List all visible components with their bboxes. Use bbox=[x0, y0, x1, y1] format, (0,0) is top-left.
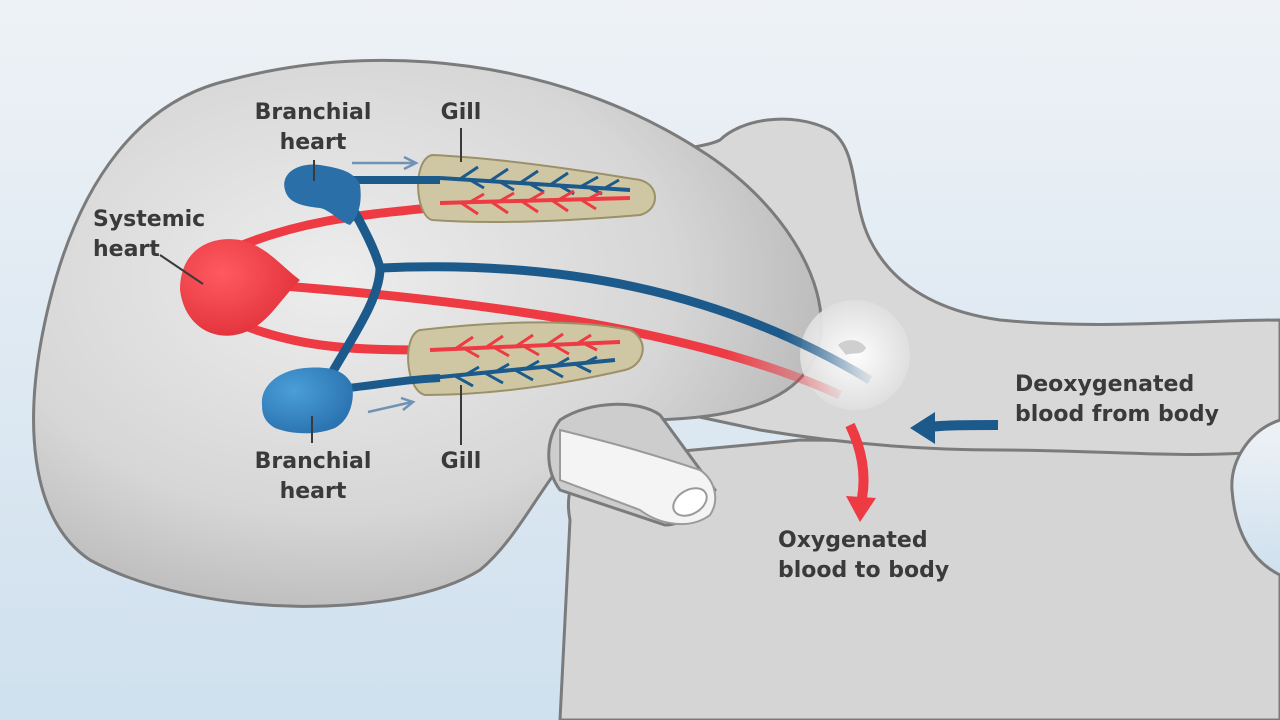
vessel-blue-y bbox=[321, 192, 385, 388]
label-systemic-heart: Systemic heart bbox=[93, 207, 206, 262]
vessel-blue-to-body bbox=[379, 262, 873, 384]
eye bbox=[800, 300, 910, 410]
gill-bottom bbox=[407, 321, 644, 397]
flow-arrow-bottom bbox=[367, 396, 416, 414]
flow-arrow-top bbox=[352, 155, 419, 171]
systemic-heart bbox=[180, 239, 300, 336]
label-gill-top: Gill bbox=[440, 100, 482, 125]
oxygenated-arrow bbox=[845, 422, 876, 522]
branchial-heart-top bbox=[284, 164, 361, 225]
label-gill-bottom: Gill bbox=[440, 449, 482, 474]
label-branchial-heart-bottom: Branchial heart bbox=[254, 449, 372, 504]
branchial-heart-bottom bbox=[261, 367, 353, 434]
gill-top bbox=[417, 153, 656, 224]
label-oxygenated: Oxygenated blood to body bbox=[778, 528, 950, 583]
arm-loop bbox=[1230, 418, 1280, 577]
label-branchial-heart-top: Branchial heart bbox=[254, 100, 372, 155]
vessel-red-to-body bbox=[269, 280, 842, 400]
leader-systemic bbox=[159, 254, 204, 285]
siphon bbox=[547, 402, 717, 527]
deoxygenated-arrow bbox=[910, 412, 999, 444]
label-deoxygenated: Deoxygenated blood from body bbox=[1015, 372, 1219, 427]
